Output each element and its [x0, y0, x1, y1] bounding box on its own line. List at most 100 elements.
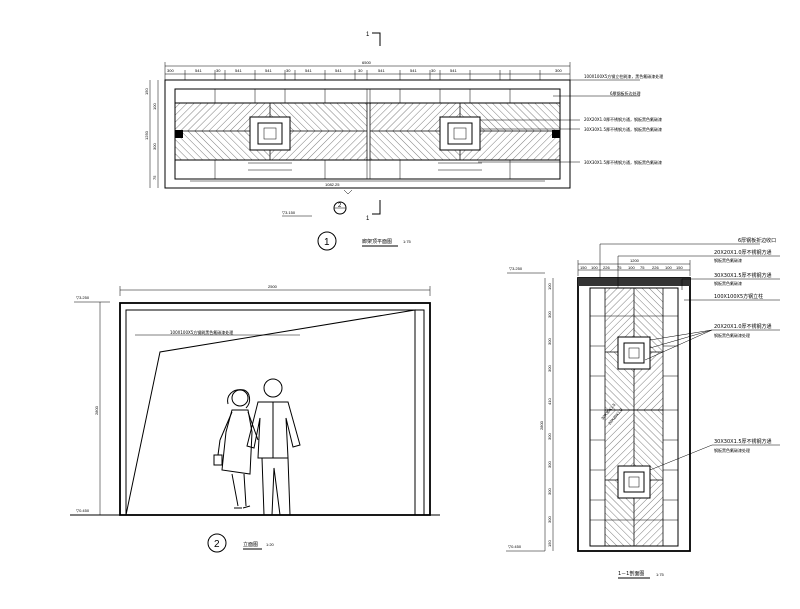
svg-text:300: 300 [555, 68, 562, 73]
svg-text:100: 100 [152, 103, 157, 110]
plan-grid [214, 89, 511, 179]
section-note-4: 100X100X5方钢立柱 [714, 293, 763, 300]
section-chevron-hatch [604, 287, 664, 547]
plan-bottom-dims: 1082.25 [190, 162, 545, 195]
svg-text:75: 75 [617, 265, 622, 270]
svg-text:150: 150 [580, 265, 587, 270]
svg-text:30: 30 [431, 68, 436, 73]
section-scale: 1:75 [656, 572, 665, 577]
svg-text:300: 300 [547, 311, 552, 318]
svg-text:541: 541 [265, 68, 272, 73]
svg-text:1250: 1250 [144, 130, 149, 140]
section-total-dim: 1200 [630, 258, 640, 263]
view-mark-2: 2 [333, 201, 347, 215]
plan-note-4: 30X30X1.5厚不锈钢方通，钢板黑色氟碳漆 [584, 126, 662, 132]
svg-text:300: 300 [547, 516, 552, 523]
svg-text:300: 300 [547, 338, 552, 345]
svg-text:300: 300 [547, 433, 552, 440]
plan-chevron-hatch [174, 102, 561, 161]
elev-number: 2 [214, 539, 220, 550]
svg-text:300: 300 [547, 461, 552, 468]
plan-chain-dim-ticks [164, 62, 571, 80]
cut-mark-number-bottom: 1 [366, 216, 370, 222]
section-leader-notes: 6厚钢板折边收口 20X20X1.0厚不锈钢方通 钢板黑色氟碳漆 30X30X1… [599, 237, 780, 471]
elev-width-dim: 2500 [268, 284, 278, 289]
svg-text:2800: 2800 [539, 420, 544, 430]
plan-title-block: 1 廊架顶平面图 1:75 [317, 231, 412, 251]
svg-text:100: 100 [628, 265, 635, 270]
svg-text:300: 300 [152, 143, 157, 150]
section-top-level: ▽3.250 [509, 266, 523, 271]
svg-text:30: 30 [358, 68, 363, 73]
section-node-square-lower [617, 465, 651, 499]
plan-total-dim: 6500 [362, 60, 372, 65]
elev-bottom-level: ▽0.450 [76, 508, 90, 513]
elevation-view: 2500 ▽3.250 ▽0.450 2800 100X100X5方钢刷黑色氟碳… [70, 284, 440, 553]
section-top-plate [578, 278, 690, 286]
section-title-block: 1－1剖面图 1:75 [618, 570, 665, 579]
svg-text:300: 300 [547, 365, 552, 372]
elev-scale: 1:20 [266, 542, 275, 547]
plan-post [175, 130, 183, 138]
elev-title: 立面图 [243, 541, 258, 548]
plan-note-2: 6厚钢板折边处理 [610, 90, 641, 96]
section-note-5: 20X20X1.0厚不锈钢方通 [714, 323, 772, 330]
section-note-1: 6厚钢板折边收口 [738, 237, 776, 244]
couple-figure-illustration [213, 378, 301, 516]
svg-text:100: 100 [665, 265, 672, 270]
section-note-3b: 钢板黑色氟碳漆 [714, 280, 742, 286]
plan-chain-dim-labels: 300 541 30 541 541 30 541 541 30 541 541… [167, 68, 562, 73]
section-cut-mark-top: 1 [366, 32, 381, 46]
svg-text:226: 226 [652, 265, 659, 270]
svg-text:▽3.150: ▽3.150 [282, 210, 296, 215]
elev-skewed-panel [125, 309, 416, 516]
section-node-square-upper [617, 336, 651, 370]
plan-outer-frame [164, 79, 571, 189]
plan-node-square-right [439, 116, 481, 151]
elevation-title-block: 2 立面图 1:20 [207, 533, 275, 553]
svg-text:150: 150 [547, 540, 552, 547]
svg-text:300: 300 [547, 488, 552, 495]
svg-text:541: 541 [195, 68, 202, 73]
svg-text:541: 541 [378, 68, 385, 73]
svg-text:30: 30 [286, 68, 291, 73]
section-note-5b: 钢板黑色氟碳漆处理 [714, 332, 750, 338]
svg-text:410: 410 [547, 398, 552, 405]
section-cut-mark-bottom: 1 [366, 200, 381, 222]
section-view: 1200 150 100 226 75 100 75 226 100 150 ▽… [506, 237, 780, 579]
svg-text:541: 541 [450, 68, 457, 73]
section-title: 1－1剖面图 [618, 570, 644, 577]
plan-node-square-left [249, 116, 291, 151]
svg-text:100: 100 [591, 265, 598, 270]
section-top-dim-labels: 150 100 226 75 100 75 226 100 150 [580, 265, 683, 270]
svg-text:541: 541 [335, 68, 342, 73]
plan-bottom-dim: 1082.25 [325, 182, 340, 187]
svg-text:541: 541 [305, 68, 312, 73]
plan-number: 1 [324, 237, 330, 248]
svg-text:541: 541 [410, 68, 417, 73]
svg-text:75: 75 [640, 265, 645, 270]
svg-text:541: 541 [235, 68, 242, 73]
svg-text:300: 300 [167, 68, 174, 73]
plan-leader-notes: 100X100X5方钢立柱刷漆，黑色氟碳漆处理 6厚钢板折边处理 20X20X1… [478, 73, 663, 165]
elev-height-dim: 2800 [94, 405, 99, 415]
plan-side-dim-labels: 150 100 300 75 1250 [144, 88, 157, 180]
section-note-2b: 钢板黑色氟碳漆 [714, 257, 742, 263]
plan-note-1: 100X100X5方钢立柱刷漆，黑色氟碳漆处理 [584, 73, 663, 79]
svg-text:30: 30 [216, 68, 221, 73]
section-left-dim-labels: 100 300 300 300 410 300 300 300 300 150 … [539, 283, 552, 547]
elev-note: 100X100X5方钢刷黑色氟碳漆处理 [170, 329, 233, 335]
section-note-2: 20X20X1.0厚不锈钢方通 [714, 249, 772, 256]
plan-view: 6500 300 541 30 541 541 30 541 541 30 54… [144, 60, 663, 251]
svg-text:2: 2 [338, 203, 342, 209]
section-note-3: 30X30X1.5厚不锈钢方通 [714, 272, 772, 279]
cut-mark-number: 1 [366, 32, 370, 38]
elev-top-level: ▽3.250 [76, 295, 90, 300]
plan-elevation-mark: ▽3.150 [282, 210, 312, 217]
svg-text:100: 100 [547, 283, 552, 290]
plan-note-5: 30X30X1.5厚不锈钢方通，钢板黑色氟碳漆 [584, 159, 662, 165]
elev-inner-frame [125, 309, 425, 516]
svg-text:75: 75 [152, 175, 157, 180]
svg-text:150: 150 [676, 265, 683, 270]
